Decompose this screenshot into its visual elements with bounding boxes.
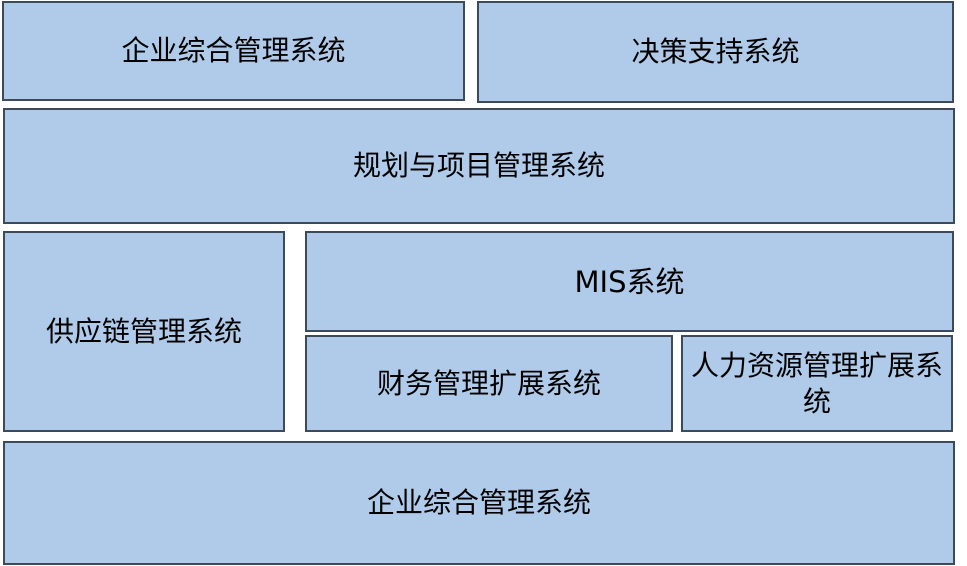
block-label: 规划与项目管理系统 <box>352 149 605 182</box>
supply-chain-management-system-block: 供应链管理系统 <box>3 231 285 432</box>
enterprise-management-system-bottom-block: 企业综合管理系统 <box>3 441 955 565</box>
block-label: MIS系统 <box>574 264 685 299</box>
planning-project-management-system-block: 规划与项目管理系统 <box>3 108 955 224</box>
hr-management-extension-system-block: 人力资源管理扩展系统 <box>681 335 953 432</box>
block-label: 财务管理扩展系统 <box>376 366 601 400</box>
block-label: 人力资源管理扩展系统 <box>690 348 943 418</box>
block-label: 企业综合管理系统 <box>366 486 591 519</box>
block-label: 企业综合管理系统 <box>121 34 346 67</box>
block-label: 供应链管理系统 <box>45 314 242 348</box>
enterprise-management-system-top-block: 企业综合管理系统 <box>2 1 465 101</box>
finance-management-extension-system-block: 财务管理扩展系统 <box>305 335 673 432</box>
decision-support-system-block: 决策支持系统 <box>477 1 954 103</box>
mis-system-block: MIS系统 <box>305 231 954 332</box>
block-label: 决策支持系统 <box>631 35 800 68</box>
